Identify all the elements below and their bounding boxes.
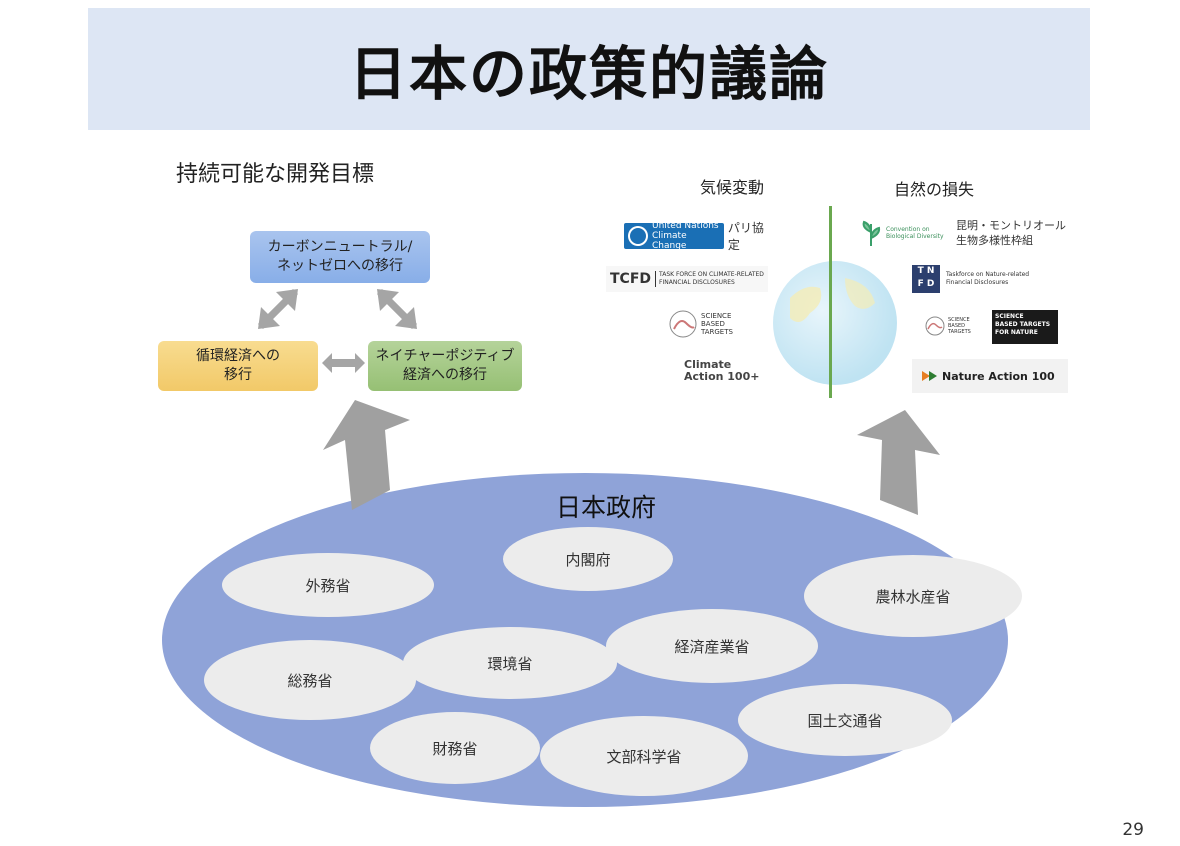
sdg-heading: 持続可能な開発目標 [176,162,375,187]
ministry-cabinet-office: 内閣府 [503,527,673,591]
transition-arrows [258,289,417,373]
leaf-icon [862,220,881,246]
tcfd-logo: TCFD TASK FORCE ON CLIMATE-RELATED FINAN… [606,266,768,292]
title-bar [88,8,1090,130]
ministry-environment: 環境省 [403,627,617,699]
tcfd-desc2: FINANCIAL DISCLOSURES [659,279,735,286]
sbti-nature-wave-icon [925,316,945,336]
arrow-top-left [258,289,298,329]
tcfd-desc1: TASK FORCE ON CLIMATE-RELATED [659,271,764,278]
ministry-economy: 経済産業省 [606,609,818,683]
sbti-climate-logo: SCIENCE BASED TARGETS [668,304,748,344]
ministry-finance: 財務省 [370,712,540,784]
ca100-line1: Climate [684,358,732,371]
ministry-education: 文部科学省 [540,716,748,796]
carbon-neutral-box: カーボンニュートラル/ ネットゼロへの移行 [250,231,430,283]
na100-label: Nature Action 100 [942,369,1055,383]
tcfd-label: TCFD [610,271,652,287]
up-arrow-right [857,410,940,515]
na100-mark-icon [922,371,937,381]
un-line1: United Nations [651,221,719,231]
ca100-line2: Action 100+ [684,370,760,383]
ministry-land-transport: 国土交通省 [738,684,952,756]
arrow-horizontal [322,353,365,373]
up-arrow-left [323,400,410,510]
un-line2: Climate Change [651,231,687,251]
government-label: 日本政府 [556,493,657,522]
kunming-label: 昆明・モントリオール 生物多様性枠組 [956,219,1066,247]
divider-line [829,206,832,398]
tnfd-desc: Taskforce on Nature-related Financial Di… [946,271,1030,286]
ministry-internal-affairs: 総務省 [204,640,416,720]
arrow-top-right [377,289,417,329]
nature-loss-heading: 自然の損失 [894,180,975,199]
cbd-line2: Biological Diversity [886,233,944,240]
sbti-nature-logo: SCIENCE BASED TARGETS [924,310,986,342]
sbtn-logo: SCIENCE BASED TARGETS FOR NATURE [992,310,1058,344]
circular-economy-box: 循環経済への 移行 [158,341,318,391]
page-number: 29 [1122,820,1144,840]
paris-label: パリ協定 [727,221,764,252]
un-climate-logo: United Nations Climate Change パリ協定 [624,221,774,252]
nature-positive-box: ネイチャーポジティブ 経済への移行 [368,341,522,391]
cbd-logo: Convention on Biological Diversity 昆明・モン… [858,216,1068,250]
na100-logo: Nature Action 100 [912,359,1068,393]
tnfd-mark: T N F D [912,265,940,293]
ca100-logo: Climate Action 100+ [684,352,764,390]
globe-icon [773,261,897,385]
ministry-agriculture: 農林水産省 [804,555,1022,637]
sbti-wave-icon [669,310,697,338]
un-emblem-icon [628,226,648,246]
sbti-nature-text: SCIENCE BASED TARGETS [948,317,971,335]
sbti-climate-text: SCIENCE BASED TARGETS [701,312,733,336]
tnfd-logo: T N F D Taskforce on Nature-related Fina… [912,262,1060,296]
climate-heading: 気候変動 [700,178,765,197]
ministry-foreign-affairs: 外務省 [222,553,434,617]
slide-title: 日本の政策的議論 [348,40,829,108]
cbd-line1: Convention on [886,226,930,233]
